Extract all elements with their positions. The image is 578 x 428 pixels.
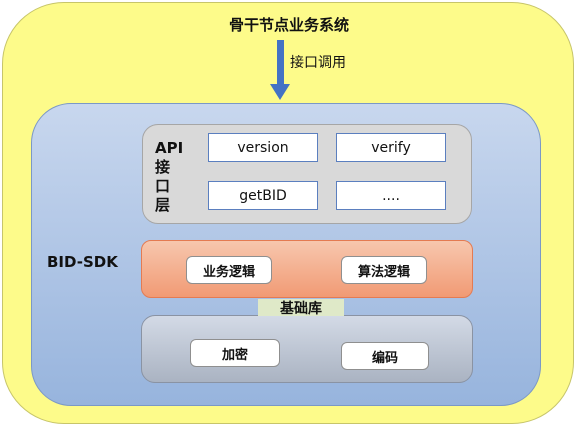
api-layer-label-line: 层 (155, 196, 171, 214)
api-method-more: .... (336, 181, 446, 210)
arrow-head-icon (270, 84, 290, 100)
api-method-getbid: getBID (208, 181, 318, 210)
down-arrow-icon (277, 40, 284, 86)
base-library-label: 基础库 (258, 299, 344, 317)
encryption-box: 加密 (190, 339, 280, 367)
api-layer-label-line: API (155, 139, 184, 157)
api-method-version: version (208, 133, 318, 162)
api-layer-label-line: 接 (155, 158, 171, 176)
encoding-box: 编码 (341, 342, 429, 370)
bid-sdk-label: BID-SDK (47, 253, 118, 271)
api-method-verify: verify (336, 133, 446, 162)
business-logic-box: 业务逻辑 (186, 256, 272, 284)
api-layer-label: API 接 口 层 (155, 139, 185, 215)
interface-call-label: 接口调用 (290, 55, 346, 71)
business-system-title: 骨干节点业务系统 (228, 16, 349, 34)
api-layer-label-line: 口 (155, 177, 171, 195)
algorithm-logic-box: 算法逻辑 (341, 256, 427, 284)
